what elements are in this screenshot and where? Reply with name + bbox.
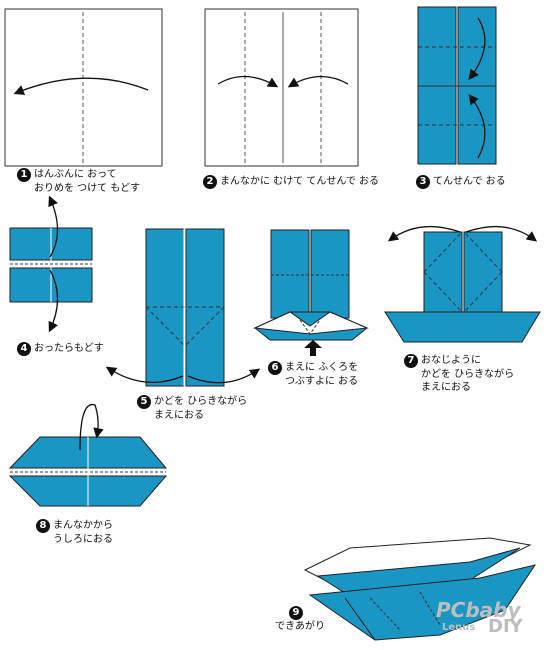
push-arrow <box>304 340 322 356</box>
step-9-caption: 9 できあがり <box>275 606 325 632</box>
step-8-illustration <box>8 403 168 507</box>
fold-arrow <box>187 368 261 384</box>
fold-arrow <box>105 366 184 384</box>
step-number-badge: 9 <box>289 606 303 620</box>
step-2-illustration <box>204 8 359 167</box>
fold-arrow <box>48 269 59 333</box>
step-number-badge: 3 <box>416 175 430 189</box>
fold-arrow <box>287 75 349 88</box>
step-number-badge: 1 <box>17 168 31 182</box>
step-number-badge: 5 <box>137 395 151 409</box>
step-number-badge: 7 <box>404 354 418 368</box>
fold-arrow <box>79 403 104 451</box>
fold-arrow <box>465 226 538 242</box>
watermark-sub: DIY <box>488 616 523 637</box>
step-7-illustration <box>384 226 541 343</box>
fold-arrow <box>468 17 486 81</box>
step-6-illustration <box>253 229 369 356</box>
step-number-badge: 6 <box>268 361 282 375</box>
step-number-badge: 4 <box>17 342 31 356</box>
watermark-brand: PCbaby <box>436 598 521 622</box>
fold-arrow <box>217 75 279 88</box>
fold-arrow <box>48 195 59 258</box>
step-5-illustration <box>105 228 261 387</box>
fold-arrow <box>468 93 486 159</box>
step-1-illustration <box>4 8 163 167</box>
fold-arrow <box>387 226 461 242</box>
step-number-badge: 8 <box>36 519 50 533</box>
step-4-illustration <box>9 195 93 333</box>
watermark-small: Lenus <box>442 622 476 633</box>
fold-arrow <box>13 77 149 95</box>
step-3-illustration <box>417 6 497 165</box>
step-number-badge: 2 <box>203 175 217 189</box>
step-9-illustration <box>303 537 537 641</box>
